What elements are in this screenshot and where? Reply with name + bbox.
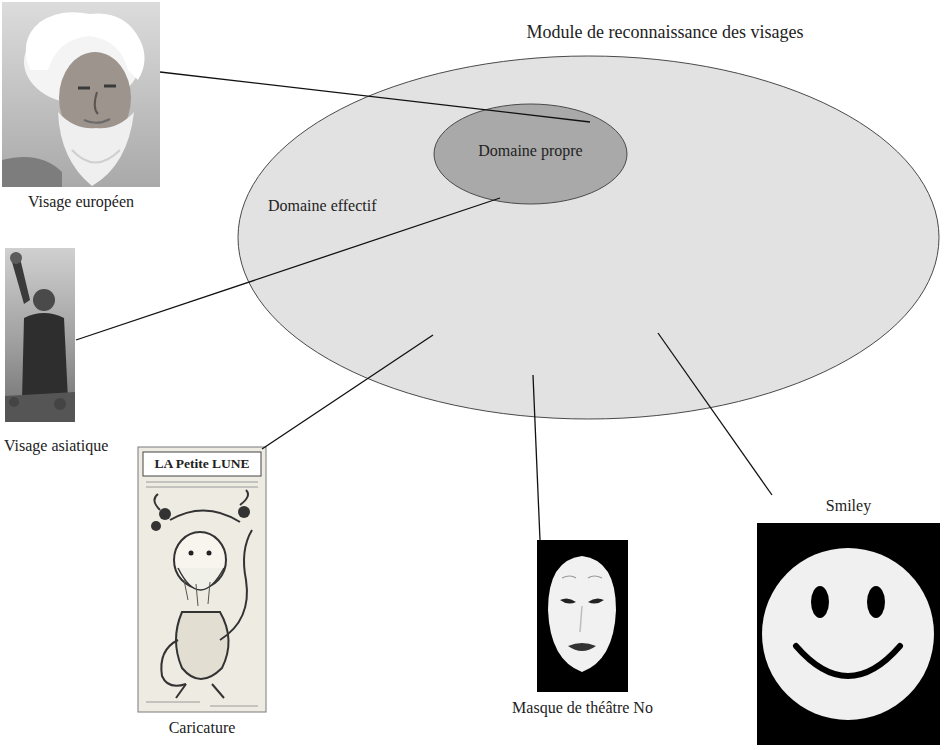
title-holder: Module de reconnaissance des visages [440, 20, 890, 44]
caricature-page [138, 447, 266, 712]
image-node: Caricature [136, 445, 268, 745]
region-label: Domaine propre [478, 141, 582, 161]
image-caption: Visage européen [28, 192, 134, 212]
masthead-text: LA Petite LUNE [143, 452, 261, 476]
mask-photo [537, 540, 628, 692]
portrait-photo [5, 248, 75, 422]
label-holder: LA Petite LUNE [143, 452, 261, 476]
image-node: Masque de théâtre No [470, 538, 695, 722]
portrait-photo [2, 2, 160, 187]
image-node: Visage européen [2, 2, 160, 218]
image-caption: Caricature [169, 718, 236, 738]
domain-ellipse: Domaine effectif Domaine propre [237, 55, 940, 420]
leader-line [658, 333, 772, 495]
ellipse-shape [238, 56, 939, 419]
image-node: Smiley [755, 493, 942, 747]
image-caption: Visage asiatique [4, 436, 108, 456]
leader-line [76, 198, 500, 340]
leader-line [262, 335, 433, 449]
image-node: Visage asiatique [2, 246, 162, 462]
image-caption: Smiley [826, 496, 871, 516]
image-caption: Masque de théâtre No [512, 698, 653, 718]
ellipse-shape [434, 104, 627, 204]
region-label: Domaine effectif [268, 196, 377, 216]
diagram-title: Module de reconnaissance des visages [440, 20, 890, 44]
ellipse-outline [237, 55, 940, 420]
leader-line [160, 72, 590, 122]
smiley-picture [757, 523, 940, 745]
domain-ellipse: Domaine propre [433, 103, 628, 205]
leader-line [533, 375, 540, 540]
